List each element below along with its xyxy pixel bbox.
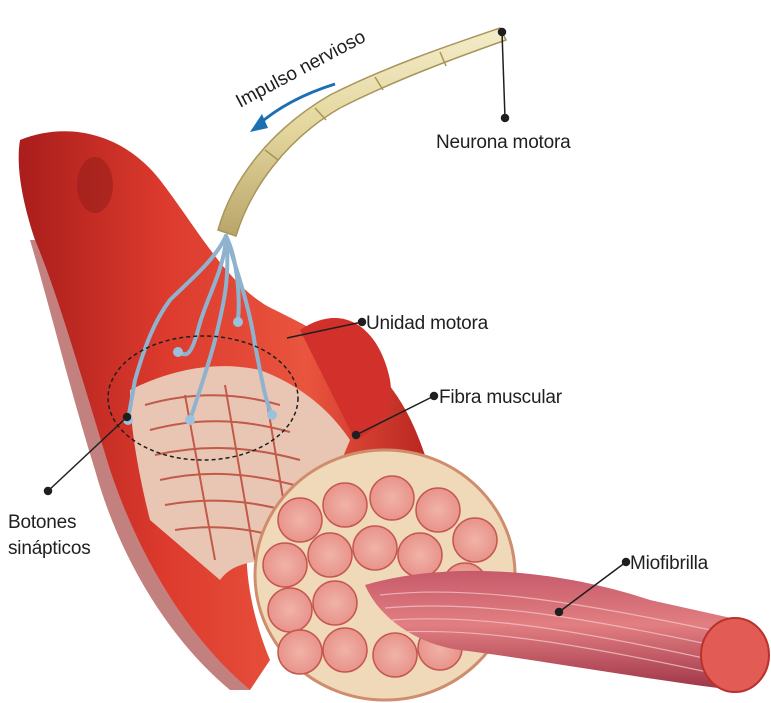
muscle-highlight [77, 157, 113, 213]
motor-neuron-label: Neurona motora [436, 131, 571, 155]
impulse-arrowhead [250, 114, 268, 132]
muscle-fiber-label: Fibra muscular [439, 386, 562, 410]
synaptic-buttons-label: Botones sinápticos [8, 510, 91, 562]
motor-unit-label: Unidad motora [366, 312, 488, 336]
myofibril-label: Miofibrilla [630, 552, 708, 576]
myofibril-end-cap [701, 618, 769, 692]
